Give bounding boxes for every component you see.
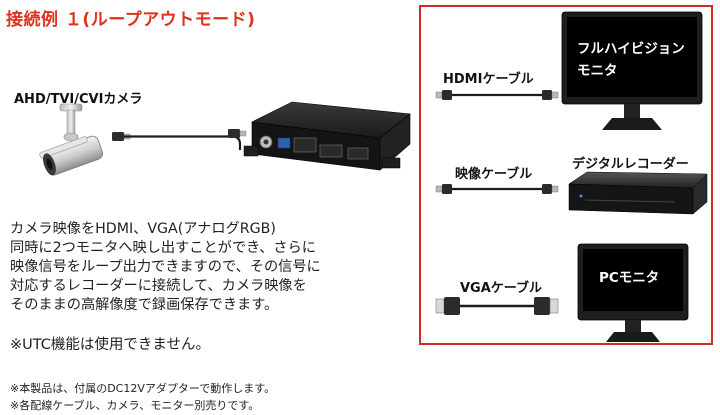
video-cable [435,184,559,194]
page-title: 接続例 １(ループアウトモード) [6,10,256,30]
camera-label: AHD/TVI/CVIカメラ [14,92,143,107]
hdmi-cable-label: HDMIケーブル [443,72,534,87]
description-line-2: 同時に2つモニタへ映し出すことができ、さらに [10,240,316,256]
video-cable-label: 映像ケーブル [455,167,533,182]
digital-recorder [568,171,708,215]
output-frame [419,5,713,345]
description-line-1: カメラ映像をHDMI、VGA(アナログRGB) [10,221,276,237]
description-line-5: そのままの高解像度で録画保存できます。 [10,297,279,313]
recorder-label: デジタルレコーダー [572,157,689,172]
pc-monitor-label: PCモニタ [599,270,660,286]
converter-device [243,101,411,171]
hdmi-cable [435,90,559,100]
footnote-sold-separately: ※各配線ケーブル、カメラ、モニター別売りです。 [10,399,260,412]
description-line-4: 対応するレコーダーに接続して、カメラ映像を [10,278,307,294]
full-hd-monitor [561,11,703,130]
camera-video-cable [112,129,247,150]
vga-cable-label: VGAケーブル [460,281,543,296]
footnote-power: ※本製品は、付属のDC12Vアダプターで動作します。 [10,382,276,395]
utc-note: ※UTC機能は使用できません。 [10,337,210,353]
pc-monitor [577,243,689,342]
hdmi-monitor-label-line-2: モニタ [577,63,618,79]
description-line-3: 映像信号をループ出力できますので、その信号に [10,259,321,275]
hdmi-monitor-label-line-1: フルハイビジョン [577,41,685,57]
cctv-camera-icon [39,103,104,176]
description: カメラ映像をHDMI、VGA(アナログRGB) 同時に2つモニタへ映し出すことが… [10,220,405,315]
vga-cable [435,297,559,315]
